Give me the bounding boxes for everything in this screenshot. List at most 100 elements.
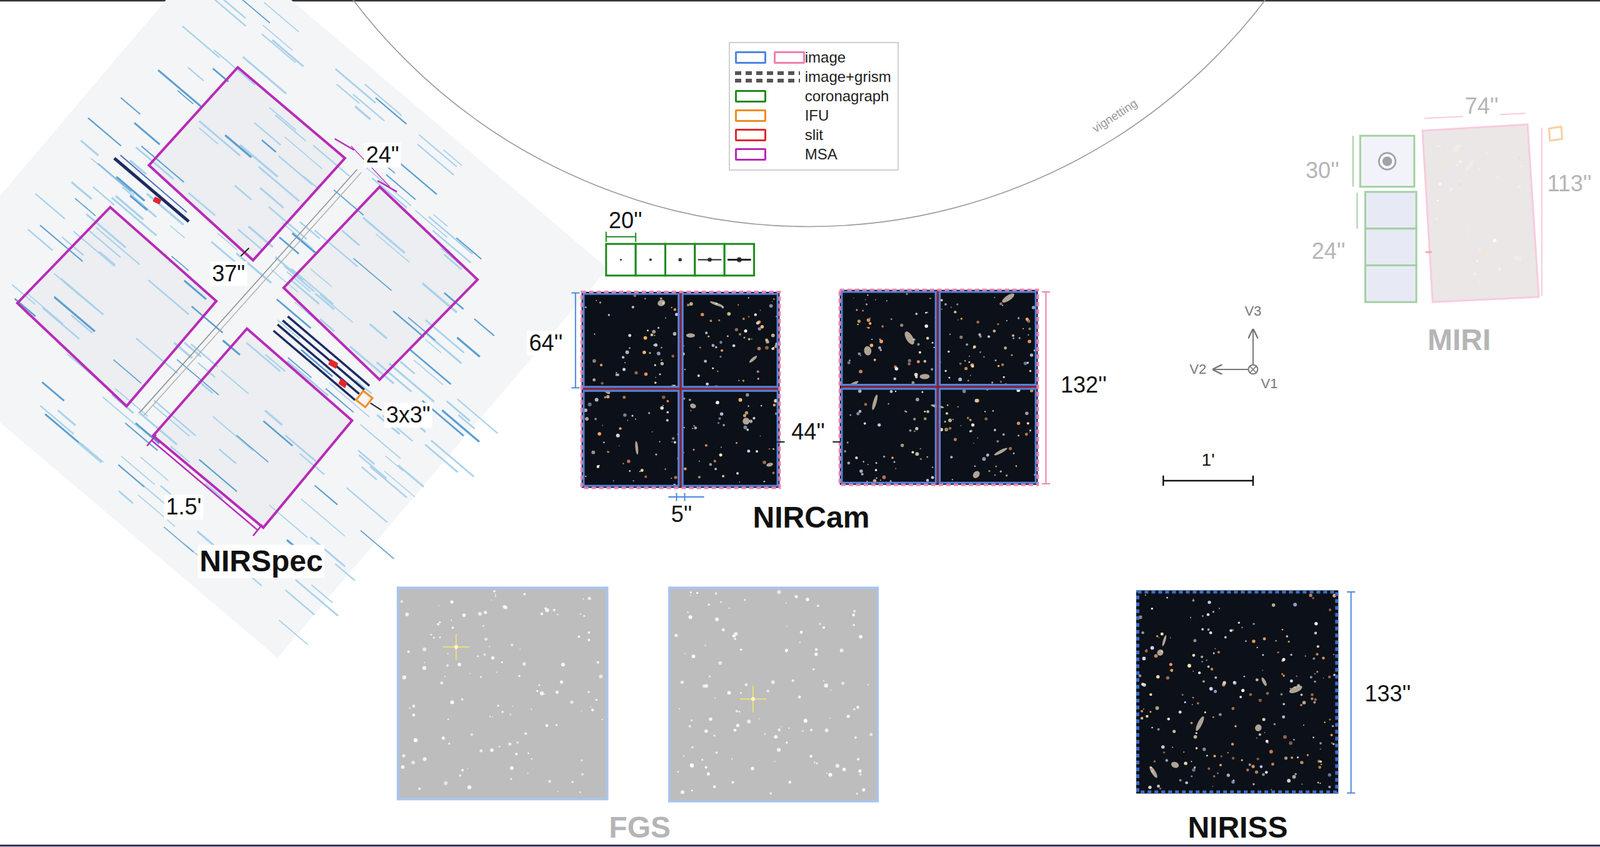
star-dot <box>430 633 432 636</box>
star-dot <box>708 675 711 677</box>
star-dot <box>516 741 519 744</box>
galaxy-dot <box>1231 706 1235 710</box>
galaxy-dot <box>891 456 894 459</box>
galaxy-dot <box>1458 266 1460 268</box>
galaxy-dot <box>765 345 769 350</box>
star-dot <box>805 597 809 601</box>
galaxy-dot <box>742 317 745 320</box>
spectrum-streak <box>146 193 184 225</box>
spectrum-streak <box>398 465 424 487</box>
dimension-label: 20'' <box>606 208 645 234</box>
galaxy-dot <box>1192 696 1195 699</box>
star-dot <box>680 790 685 794</box>
star-dot <box>690 763 694 767</box>
galaxy-dot <box>585 306 587 309</box>
galaxy-dot <box>1437 145 1440 147</box>
galaxy-dot <box>1001 363 1005 367</box>
star-dot <box>861 788 865 792</box>
galaxy-dot <box>718 319 720 322</box>
galaxy-dot <box>1145 649 1149 653</box>
dimension-label: 3x3" <box>384 403 433 429</box>
galaxy-dot <box>1258 698 1262 702</box>
galaxy-dot <box>1231 742 1234 745</box>
galaxy-dot <box>773 298 775 300</box>
galaxy-dot <box>693 448 695 451</box>
spectrum-streak <box>35 193 65 219</box>
dimension-line <box>668 496 704 498</box>
spectrum-streak <box>285 435 316 462</box>
axis-label: V2 <box>1187 361 1209 377</box>
star-dot <box>601 718 603 720</box>
galaxy-dot <box>763 480 765 483</box>
galaxy-dot <box>951 478 954 480</box>
galaxy-dot <box>1332 743 1335 745</box>
galaxy-dot <box>1518 156 1521 159</box>
galaxy-dot <box>1170 668 1174 672</box>
star-dot <box>498 745 501 748</box>
galaxy-dot <box>1320 748 1322 750</box>
star-dot <box>731 758 733 760</box>
galaxy-dot <box>1022 328 1024 330</box>
galaxy-dot <box>1141 656 1146 661</box>
spectrum-streak <box>365 84 402 116</box>
galaxy-dot <box>1196 701 1200 705</box>
galaxy-dot <box>979 351 982 354</box>
galaxy-dot <box>1163 751 1165 754</box>
galaxy-dot <box>603 441 605 444</box>
star-dot <box>674 633 678 637</box>
galaxy-dot <box>983 356 985 359</box>
spectrum-streak <box>355 106 371 120</box>
spectrum-streak <box>254 122 281 145</box>
galaxy-dot <box>1213 755 1216 758</box>
star-dot <box>715 697 717 699</box>
detector-outline <box>682 390 778 486</box>
galaxy-dot <box>1323 721 1325 723</box>
star-dot <box>823 680 825 682</box>
spectrum-streak <box>45 413 83 446</box>
star-dot <box>512 705 514 707</box>
star-dot <box>571 780 574 783</box>
spectrum-streak <box>385 455 404 471</box>
spectrum-streak <box>28 229 54 251</box>
star-dot <box>735 710 739 713</box>
galaxy-dot <box>1023 361 1028 366</box>
galaxy-dot <box>1315 653 1319 656</box>
galaxy-dot <box>1271 603 1275 607</box>
star-dot <box>727 690 732 695</box>
star-dot <box>446 664 449 667</box>
galaxy-dot <box>944 427 949 432</box>
star-dot <box>580 613 582 615</box>
star-dot <box>774 760 776 762</box>
galaxy-dot <box>965 343 969 346</box>
miri-4qpm <box>1365 228 1417 266</box>
spectrum-streak <box>303 176 319 189</box>
galaxy-dot <box>760 325 765 329</box>
galaxy-dot <box>945 411 949 415</box>
galaxy-dot <box>718 417 721 420</box>
spectrum-streak <box>80 140 99 156</box>
galaxy <box>863 345 873 356</box>
detector-gap <box>582 387 779 390</box>
star-dot <box>587 596 591 600</box>
spectrum-streak <box>78 442 102 463</box>
galaxy-dot <box>964 366 968 370</box>
galaxy-dot <box>1273 723 1277 726</box>
galaxy-dot <box>993 428 997 432</box>
galaxy-dot <box>639 470 641 472</box>
galaxy-dot <box>626 459 630 463</box>
spectrum-streak <box>265 354 285 372</box>
galaxy-dot <box>1003 346 1007 350</box>
star-dot <box>480 675 483 679</box>
slit-mark <box>328 359 339 369</box>
galaxy-dot <box>773 403 776 407</box>
star-dot <box>466 767 469 769</box>
star-dot <box>740 691 742 694</box>
galaxy-dot <box>719 355 722 358</box>
dimension-label: 5'' <box>669 501 695 527</box>
galaxy-dot <box>916 360 920 364</box>
galaxy-dot <box>979 335 982 338</box>
galaxy-dot <box>925 311 927 314</box>
galaxy-dot <box>857 319 861 323</box>
star-dot <box>704 729 709 734</box>
galaxy-dot <box>1262 717 1266 721</box>
